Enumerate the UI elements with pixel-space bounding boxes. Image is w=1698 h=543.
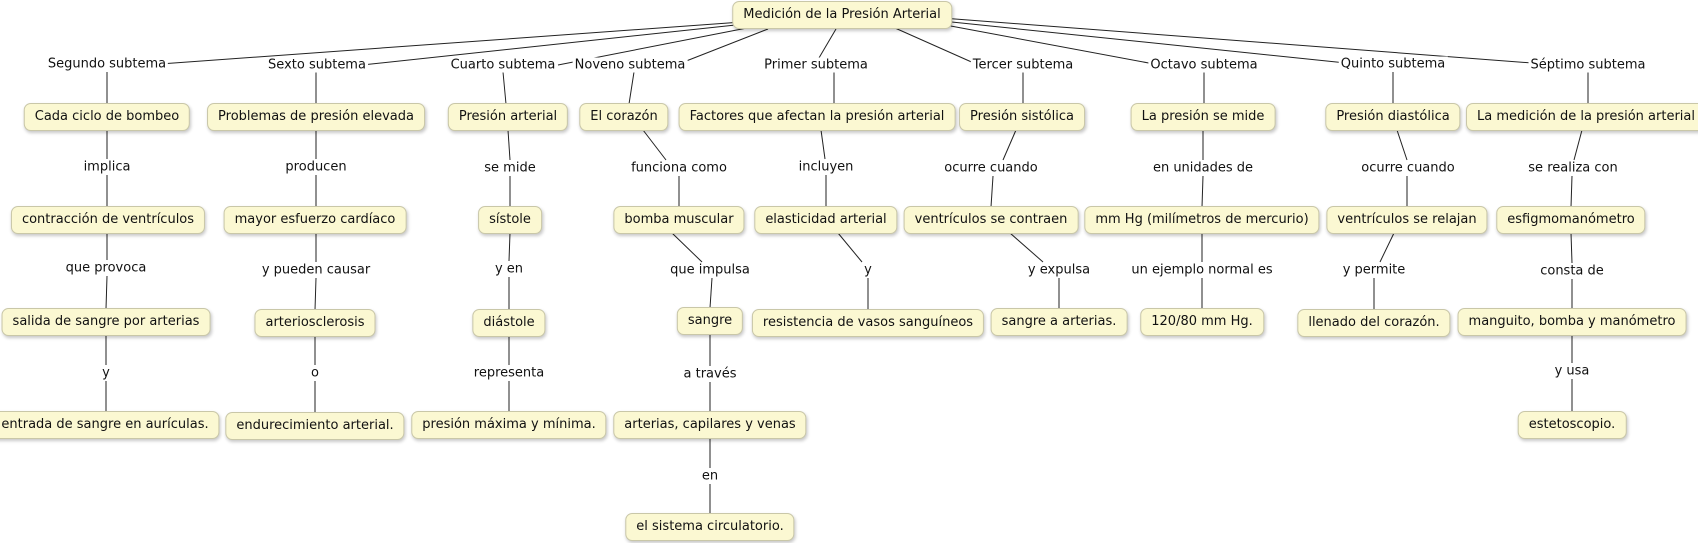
link-label: implica xyxy=(81,159,133,175)
subtema-label: Sexto subtema xyxy=(266,57,368,73)
concept-node[interactable]: manguito, bomba y manómetro xyxy=(1457,308,1687,336)
connector-line xyxy=(675,28,769,66)
concept-node[interactable]: entrada de sangre en aurículas. xyxy=(0,411,220,439)
link-label: incluyen xyxy=(796,159,856,175)
link-label: y pueden causar xyxy=(259,262,373,278)
concept-node[interactable]: bomba muscular xyxy=(613,206,745,234)
subtema-label: Quinto subtema xyxy=(1338,56,1448,72)
concept-node[interactable]: resistencia de vasos sanguíneos xyxy=(751,309,985,337)
concept-node[interactable]: presión máxima y mínima. xyxy=(411,411,607,439)
concept-node[interactable]: el sistema circulatorio. xyxy=(625,513,795,541)
connector-line xyxy=(1002,129,1017,161)
concept-node[interactable]: endurecimiento arterial. xyxy=(225,412,405,440)
concept-node[interactable]: contracción de ventrículos xyxy=(10,206,206,234)
link-label: un ejemplo normal es xyxy=(1129,262,1275,278)
concept-node[interactable]: Problemas de presión elevada xyxy=(207,103,425,131)
concept-node[interactable]: Cada ciclo de bombeo xyxy=(23,103,191,131)
link-label: que impulsa xyxy=(668,262,752,278)
connector-line xyxy=(990,175,994,208)
link-label: representa xyxy=(471,365,547,381)
subtema-label: Octavo subtema xyxy=(1148,57,1260,73)
link-label: y xyxy=(862,262,874,278)
concept-node[interactable]: arterias, capilares y venas xyxy=(613,411,807,439)
concept-node[interactable]: sangre a arterias. xyxy=(990,308,1128,336)
concept-node[interactable]: sístole xyxy=(478,206,542,234)
connector-line xyxy=(508,232,511,262)
connector-line xyxy=(941,20,1347,64)
connector-line xyxy=(671,232,703,263)
link-label: producen xyxy=(283,159,349,175)
connector-line xyxy=(1009,232,1044,263)
concept-node[interactable]: diástole xyxy=(472,309,546,337)
link-label: funciona como xyxy=(629,160,729,176)
concept-node[interactable]: Presión sistólica xyxy=(959,103,1085,131)
concept-node[interactable]: Presión diastólica xyxy=(1325,103,1461,131)
subtema-label: Noveno subtema xyxy=(572,57,688,73)
connector-line xyxy=(1379,232,1395,263)
link-label: y en xyxy=(492,261,526,277)
link-label: se mide xyxy=(482,160,538,176)
concept-node[interactable]: Factores que afectan la presión arterial xyxy=(678,103,956,131)
concept-node[interactable]: estetoscopio. xyxy=(1517,411,1627,439)
concept-node[interactable]: mm Hg (milímetros de mercurio) xyxy=(1084,206,1320,234)
connector-line xyxy=(1396,129,1408,161)
connector-line xyxy=(815,28,837,64)
link-label: se realiza con xyxy=(1526,160,1620,176)
concept-node[interactable]: arteriosclerosis xyxy=(254,309,376,337)
connector-line xyxy=(939,23,1155,65)
concept-node[interactable]: salida de sangre por arterias xyxy=(1,308,211,336)
link-label: o xyxy=(309,365,321,381)
connector-line xyxy=(507,129,511,161)
link-label: ocurre cuando xyxy=(1359,160,1457,176)
concept-node[interactable]: llenado del corazón. xyxy=(1297,309,1451,337)
link-label: a través xyxy=(681,366,739,382)
subtema-label: Primer subtema xyxy=(762,57,870,73)
concept-node[interactable]: sangre xyxy=(676,307,744,335)
subtema-label: Séptimo subtema xyxy=(1528,57,1648,73)
link-label: ocurre cuando xyxy=(942,160,1040,176)
link-label: en unidades de xyxy=(1150,160,1256,176)
concept-node[interactable]: El corazón xyxy=(579,103,669,131)
link-label: en xyxy=(699,468,721,484)
link-label: y usa xyxy=(1552,363,1592,379)
connector-line xyxy=(105,275,108,310)
connector-line xyxy=(894,27,977,65)
connector-line xyxy=(642,129,667,161)
concept-node[interactable]: elasticidad arterial xyxy=(754,206,898,234)
connector-line xyxy=(314,277,317,311)
concept-node[interactable]: La presión se mide xyxy=(1130,103,1276,131)
connector-line xyxy=(502,71,507,105)
connector-line xyxy=(709,277,713,309)
connector-line xyxy=(941,17,1533,64)
concept-node[interactable]: Presión arterial xyxy=(447,103,569,131)
connector-line xyxy=(628,71,635,105)
subtema-label: Cuarto subtema xyxy=(448,57,558,73)
connector-line xyxy=(361,23,746,66)
connector-line xyxy=(159,21,743,65)
subtema-label: Tercer subtema xyxy=(970,57,1076,73)
connector-line xyxy=(1201,175,1204,208)
link-label: que provoca xyxy=(63,260,149,276)
connector-line xyxy=(1570,232,1573,264)
connector-line xyxy=(837,232,863,263)
link-label: y permite xyxy=(1340,262,1408,278)
root-node[interactable]: Medición de la Presión Arterial xyxy=(732,1,952,29)
concept-node[interactable]: ventrículos se contraen xyxy=(903,206,1079,234)
connector-line xyxy=(1573,129,1583,161)
concept-node[interactable]: 120/80 mm Hg. xyxy=(1140,308,1264,336)
link-label: consta de xyxy=(1538,263,1606,279)
connector-line xyxy=(1570,175,1573,208)
concept-node[interactable]: La medición de la presión arterial xyxy=(1465,103,1698,131)
link-label: y expulsa xyxy=(1025,262,1093,278)
link-label: y xyxy=(100,365,112,381)
concept-node[interactable]: esfigmomanómetro xyxy=(1496,206,1646,234)
connector-line xyxy=(820,129,826,160)
concept-node[interactable]: ventrículos se relajan xyxy=(1326,206,1488,234)
subtema-label: Segundo subtema xyxy=(45,56,169,72)
concept-node[interactable]: mayor esfuerzo cardíaco xyxy=(223,206,407,234)
